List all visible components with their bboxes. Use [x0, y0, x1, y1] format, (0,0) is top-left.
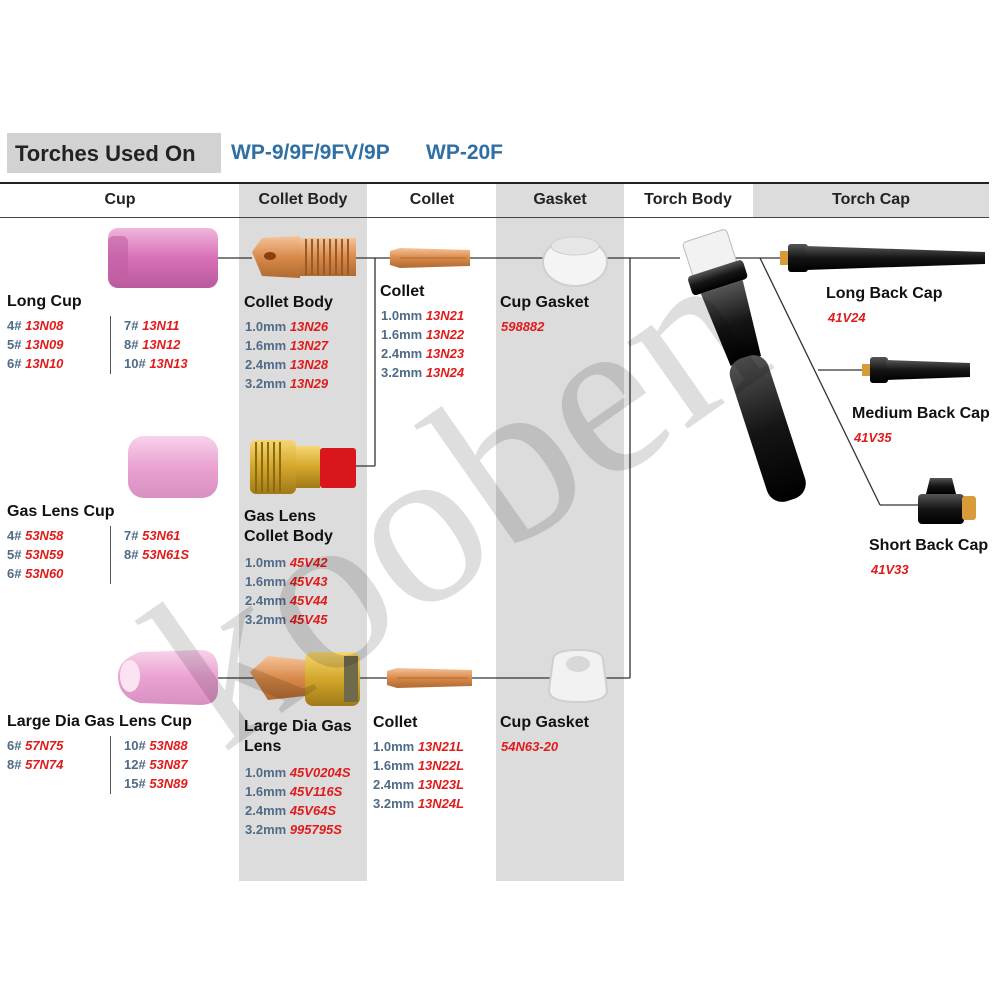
- torch-cap-header-bg: [753, 183, 989, 217]
- list-item: 4# 13N08: [7, 318, 64, 333]
- long-cup-list-left: 4# 13N08 5# 13N09 6# 13N10: [7, 316, 63, 373]
- long-cup-title: Long Cup: [7, 293, 82, 310]
- list-item: 6# 53N60: [7, 566, 64, 581]
- gas-lens-collet-body-list: 1.0mm 45V42 1.6mm 45V43 2.4mm 45V44 3.2m…: [245, 553, 327, 629]
- gas-lens-cup-separator: [110, 526, 111, 584]
- list-item: 2.4mm 13N23L: [373, 777, 465, 792]
- list-item: 10# 13N13: [124, 356, 188, 371]
- column-header-gasket: Gasket: [533, 191, 587, 208]
- list-item: 1.0mm 13N21: [381, 308, 465, 323]
- header-top-rule: [0, 182, 989, 184]
- long-cup-list-right: 7# 13N11 8# 13N12 10# 13N13: [124, 316, 188, 373]
- collet-list: 1.0mm 13N21 1.6mm 13N22 2.4mm 13N23 3.2m…: [381, 306, 464, 382]
- large-dia-gas-lens-list: 1.0mm 45V0204S 1.6mm 45V116S 2.4mm 45V64…: [245, 763, 351, 839]
- large-dia-cup-list-right: 10# 53N88 12# 53N87 15# 53N89: [124, 736, 188, 793]
- list-item: 15# 53N89: [124, 776, 188, 791]
- list-item: 1.6mm 45V116S: [245, 784, 343, 799]
- short-back-cap-code: 41V33: [871, 560, 909, 579]
- list-item: 3.2mm 13N24L: [373, 796, 465, 811]
- medium-back-cap-title: Medium Back Cap: [852, 405, 990, 422]
- list-item: 10# 53N88: [124, 738, 188, 753]
- model-list-1: WP-9/9F/9FV/9P: [231, 141, 390, 164]
- list-item: 1.0mm 45V42: [245, 555, 328, 570]
- column-header-collet-body: Collet Body: [258, 191, 348, 208]
- large-dia-cup-title: Large Dia Gas Lens Cup: [7, 713, 192, 730]
- title-line-2: Lens: [244, 738, 282, 755]
- column-header-torch-body: Torch Body: [644, 191, 732, 208]
- column-header-torch-cap: Torch Cap: [832, 191, 910, 208]
- column-header-collet: Collet: [409, 191, 455, 208]
- list-item: 54N63-20: [501, 739, 559, 754]
- cup-gasket-title: Cup Gasket: [500, 294, 589, 311]
- list-item: 3.2mm 45V45: [245, 612, 328, 627]
- gas-lens-collet-body-title: Gas Lens Collet Body: [244, 507, 333, 547]
- large-dia-gas-lens-title: Large Dia Gas Lens: [244, 717, 352, 757]
- short-back-cap-title: Short Back Cap: [869, 537, 989, 554]
- list-item: 1.6mm 13N27: [245, 338, 329, 353]
- list-item: 5# 53N59: [7, 547, 64, 562]
- list-item: 41V35: [854, 430, 892, 445]
- list-item: 1.6mm 13N22L: [373, 758, 465, 773]
- list-item: 2.4mm 45V64S: [245, 803, 337, 818]
- list-item: 6# 13N10: [7, 356, 64, 371]
- collet-body-column-bg: [239, 183, 367, 881]
- cup-gasket-code: 598882: [501, 317, 544, 336]
- list-item: 2.4mm 13N28: [245, 357, 329, 372]
- list-item: 12# 53N87: [124, 757, 188, 772]
- list-item: 6# 57N75: [7, 738, 64, 753]
- list-item: 1.0mm 13N26: [245, 319, 329, 334]
- large-dia-cup-list-left: 6# 57N75 8# 57N74: [7, 736, 63, 774]
- collet-long-title: Collet: [373, 714, 418, 731]
- list-item: 3.2mm 13N29: [245, 376, 329, 391]
- gas-lens-cup-list-left: 4# 53N58 5# 53N59 6# 53N60: [7, 526, 63, 583]
- gasket-column-bg: [496, 183, 624, 881]
- list-item: 8# 57N74: [7, 757, 64, 772]
- gas-lens-cup-title: Gas Lens Cup: [7, 503, 115, 520]
- list-item: 7# 13N11: [124, 318, 180, 333]
- long-back-cap-code: 41V24: [828, 308, 866, 327]
- large-dia-cup-separator: [110, 736, 111, 794]
- page-title: Torches Used On: [15, 141, 196, 166]
- column-header-cup: Cup: [104, 191, 136, 208]
- model-list-2: WP-20F: [426, 141, 504, 164]
- list-item: 1.0mm 13N21L: [373, 739, 465, 754]
- list-item: 41V33: [871, 562, 909, 577]
- list-item: 1.6mm 45V43: [245, 574, 328, 589]
- long-back-cap-title: Long Back Cap: [826, 285, 943, 302]
- list-item: 41V24: [828, 310, 866, 325]
- collet-body-list: 1.0mm 13N26 1.6mm 13N27 2.4mm 13N28 3.2m…: [245, 317, 328, 393]
- title-line-1: Large Dia Gas: [244, 718, 352, 735]
- gas-lens-cup-list-right: 7# 53N61 8# 53N61S: [124, 526, 189, 564]
- list-item: 1.0mm 45V0204S: [245, 765, 351, 780]
- title-line-2: Collet Body: [244, 528, 333, 545]
- collet-body-title: Collet Body: [244, 294, 333, 311]
- list-item: 2.4mm 13N23: [381, 346, 465, 361]
- cup-gasket-large-code: 54N63-20: [501, 737, 558, 756]
- list-item: 2.4mm 45V44: [245, 593, 328, 608]
- collet-long-list: 1.0mm 13N21L 1.6mm 13N22L 2.4mm 13N23L 3…: [373, 737, 464, 813]
- cup-gasket-large-title: Cup Gasket: [500, 714, 589, 731]
- list-item: 8# 13N12: [124, 337, 181, 352]
- medium-back-cap-code: 41V35: [854, 428, 892, 447]
- list-item: 4# 53N58: [7, 528, 64, 543]
- title-box: [7, 133, 221, 173]
- title-line-1: Gas Lens: [244, 508, 317, 525]
- list-item: 598882: [501, 319, 545, 334]
- list-item: 1.6mm 13N22: [381, 327, 465, 342]
- list-item: 8# 53N61S: [124, 547, 190, 562]
- list-item: 7# 53N61: [124, 528, 181, 543]
- collet-title: Collet: [380, 283, 425, 300]
- long-cup-separator: [110, 316, 111, 374]
- list-item: 3.2mm 995795S: [245, 822, 342, 837]
- list-item: 5# 13N09: [7, 337, 64, 352]
- list-item: 3.2mm 13N24: [381, 365, 465, 380]
- header-bottom-rule: [0, 217, 989, 218]
